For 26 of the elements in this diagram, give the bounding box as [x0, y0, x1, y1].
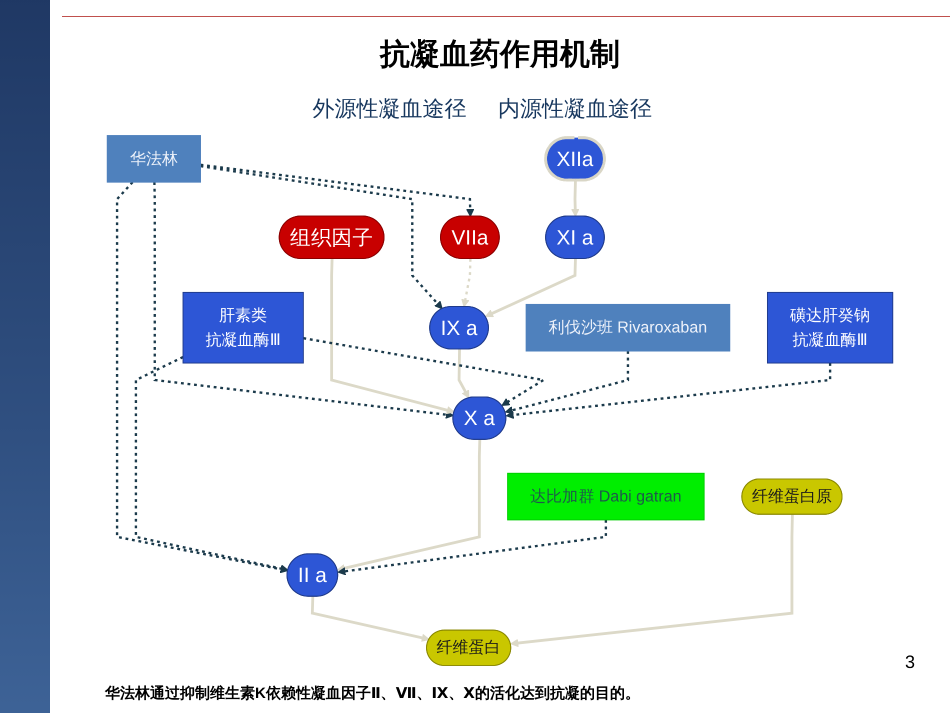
arrow [310, 596, 430, 642]
node-box: 肝素类 抗凝血酶Ⅲ [182, 292, 304, 364]
footnote: 华法林通过抑制维生素K依赖性凝血因子Ⅱ、Ⅶ、Ⅸ、Ⅹ的活化达到抗凝的目的。 [105, 684, 640, 703]
arrow [338, 520, 608, 576]
pathway-heading: 内源性凝血途径 [498, 95, 652, 123]
arrow [510, 514, 794, 648]
slide-title: 抗凝血药作用机制 [378, 37, 621, 73]
arrow [337, 440, 482, 572]
page-number: 3 [905, 652, 916, 673]
arrow [200, 164, 474, 217]
arrow [461, 258, 472, 308]
arrow [153, 182, 454, 419]
arrow [330, 258, 455, 414]
pathway-heading: 外源性凝血途径 [312, 95, 466, 123]
arrow [506, 363, 832, 420]
arrow [485, 258, 577, 318]
arrow [134, 356, 289, 573]
node-box: 华法林 [106, 135, 201, 183]
node-box: 磺达肝癸钠 抗凝血酶Ⅲ [767, 292, 894, 364]
arrow [200, 164, 443, 310]
arrow [458, 349, 470, 399]
arrow [504, 351, 630, 414]
node-box: 达比加群 Dabi gatran [507, 472, 705, 520]
arrow [116, 181, 288, 574]
node-box: 利伐沙班 Rivaroxaban [526, 304, 730, 352]
arrow [571, 180, 580, 217]
